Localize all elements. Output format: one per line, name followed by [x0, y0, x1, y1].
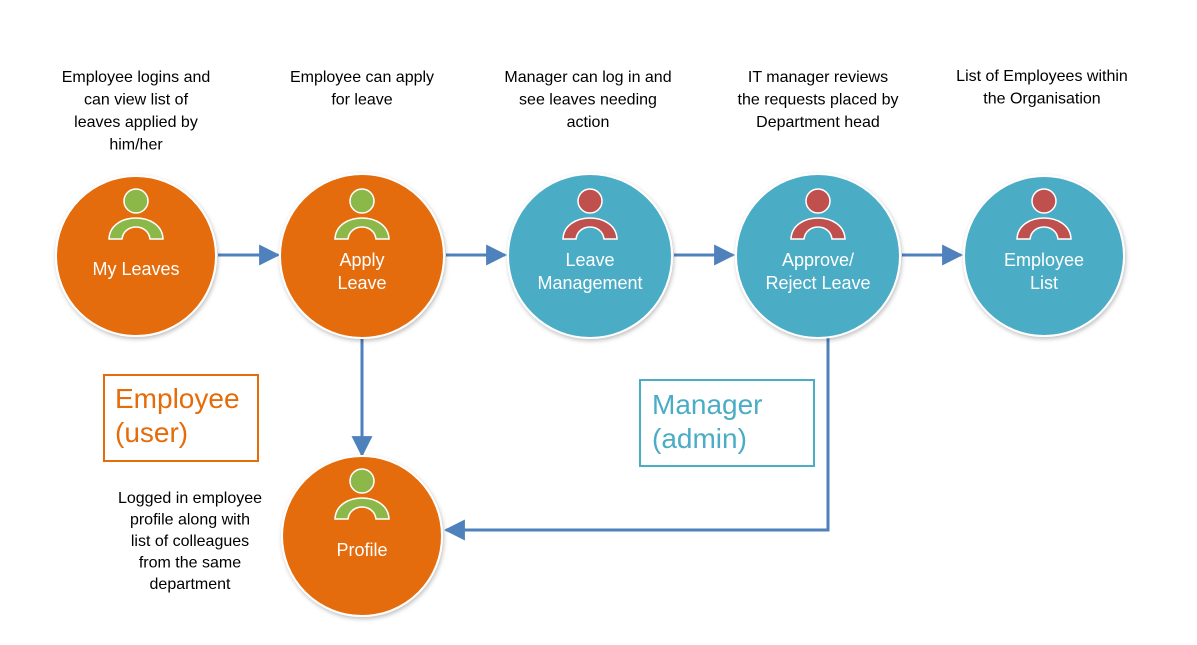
node-circle — [279, 173, 445, 339]
node-label: Approve/Reject Leave — [765, 250, 870, 293]
edge-approve-reject-leave-to-profile — [443, 333, 830, 541]
node-label: Profile — [336, 540, 387, 560]
node-circle — [963, 175, 1125, 337]
admin-user-icon — [562, 188, 618, 240]
role-label: Employee(user) — [115, 383, 240, 448]
admin-user-icon — [1016, 188, 1072, 240]
node-circle — [507, 173, 673, 339]
role-label: Manager(admin) — [652, 389, 763, 454]
node-my-leaves: My Leaves — [55, 175, 217, 337]
node-circle — [281, 455, 443, 617]
user-icon — [108, 188, 164, 240]
edges-layer — [218, 244, 964, 541]
role-legend-employee: Employee(user) — [103, 374, 259, 462]
node-profile: Profile — [281, 455, 443, 617]
node-circle — [55, 175, 217, 337]
role-box — [103, 374, 259, 462]
role-legend-manager: Manager(admin) — [639, 379, 815, 467]
node-approve-reject-leave: Approve/Reject Leave — [735, 173, 901, 339]
role-box — [639, 379, 815, 467]
node-circle — [735, 173, 901, 339]
admin-user-icon — [790, 188, 846, 240]
user-icon — [334, 188, 390, 240]
user-icon — [334, 468, 390, 520]
roles-layer: Employee(user) Manager(admin) — [103, 374, 815, 467]
node-label: My Leaves — [92, 259, 179, 279]
